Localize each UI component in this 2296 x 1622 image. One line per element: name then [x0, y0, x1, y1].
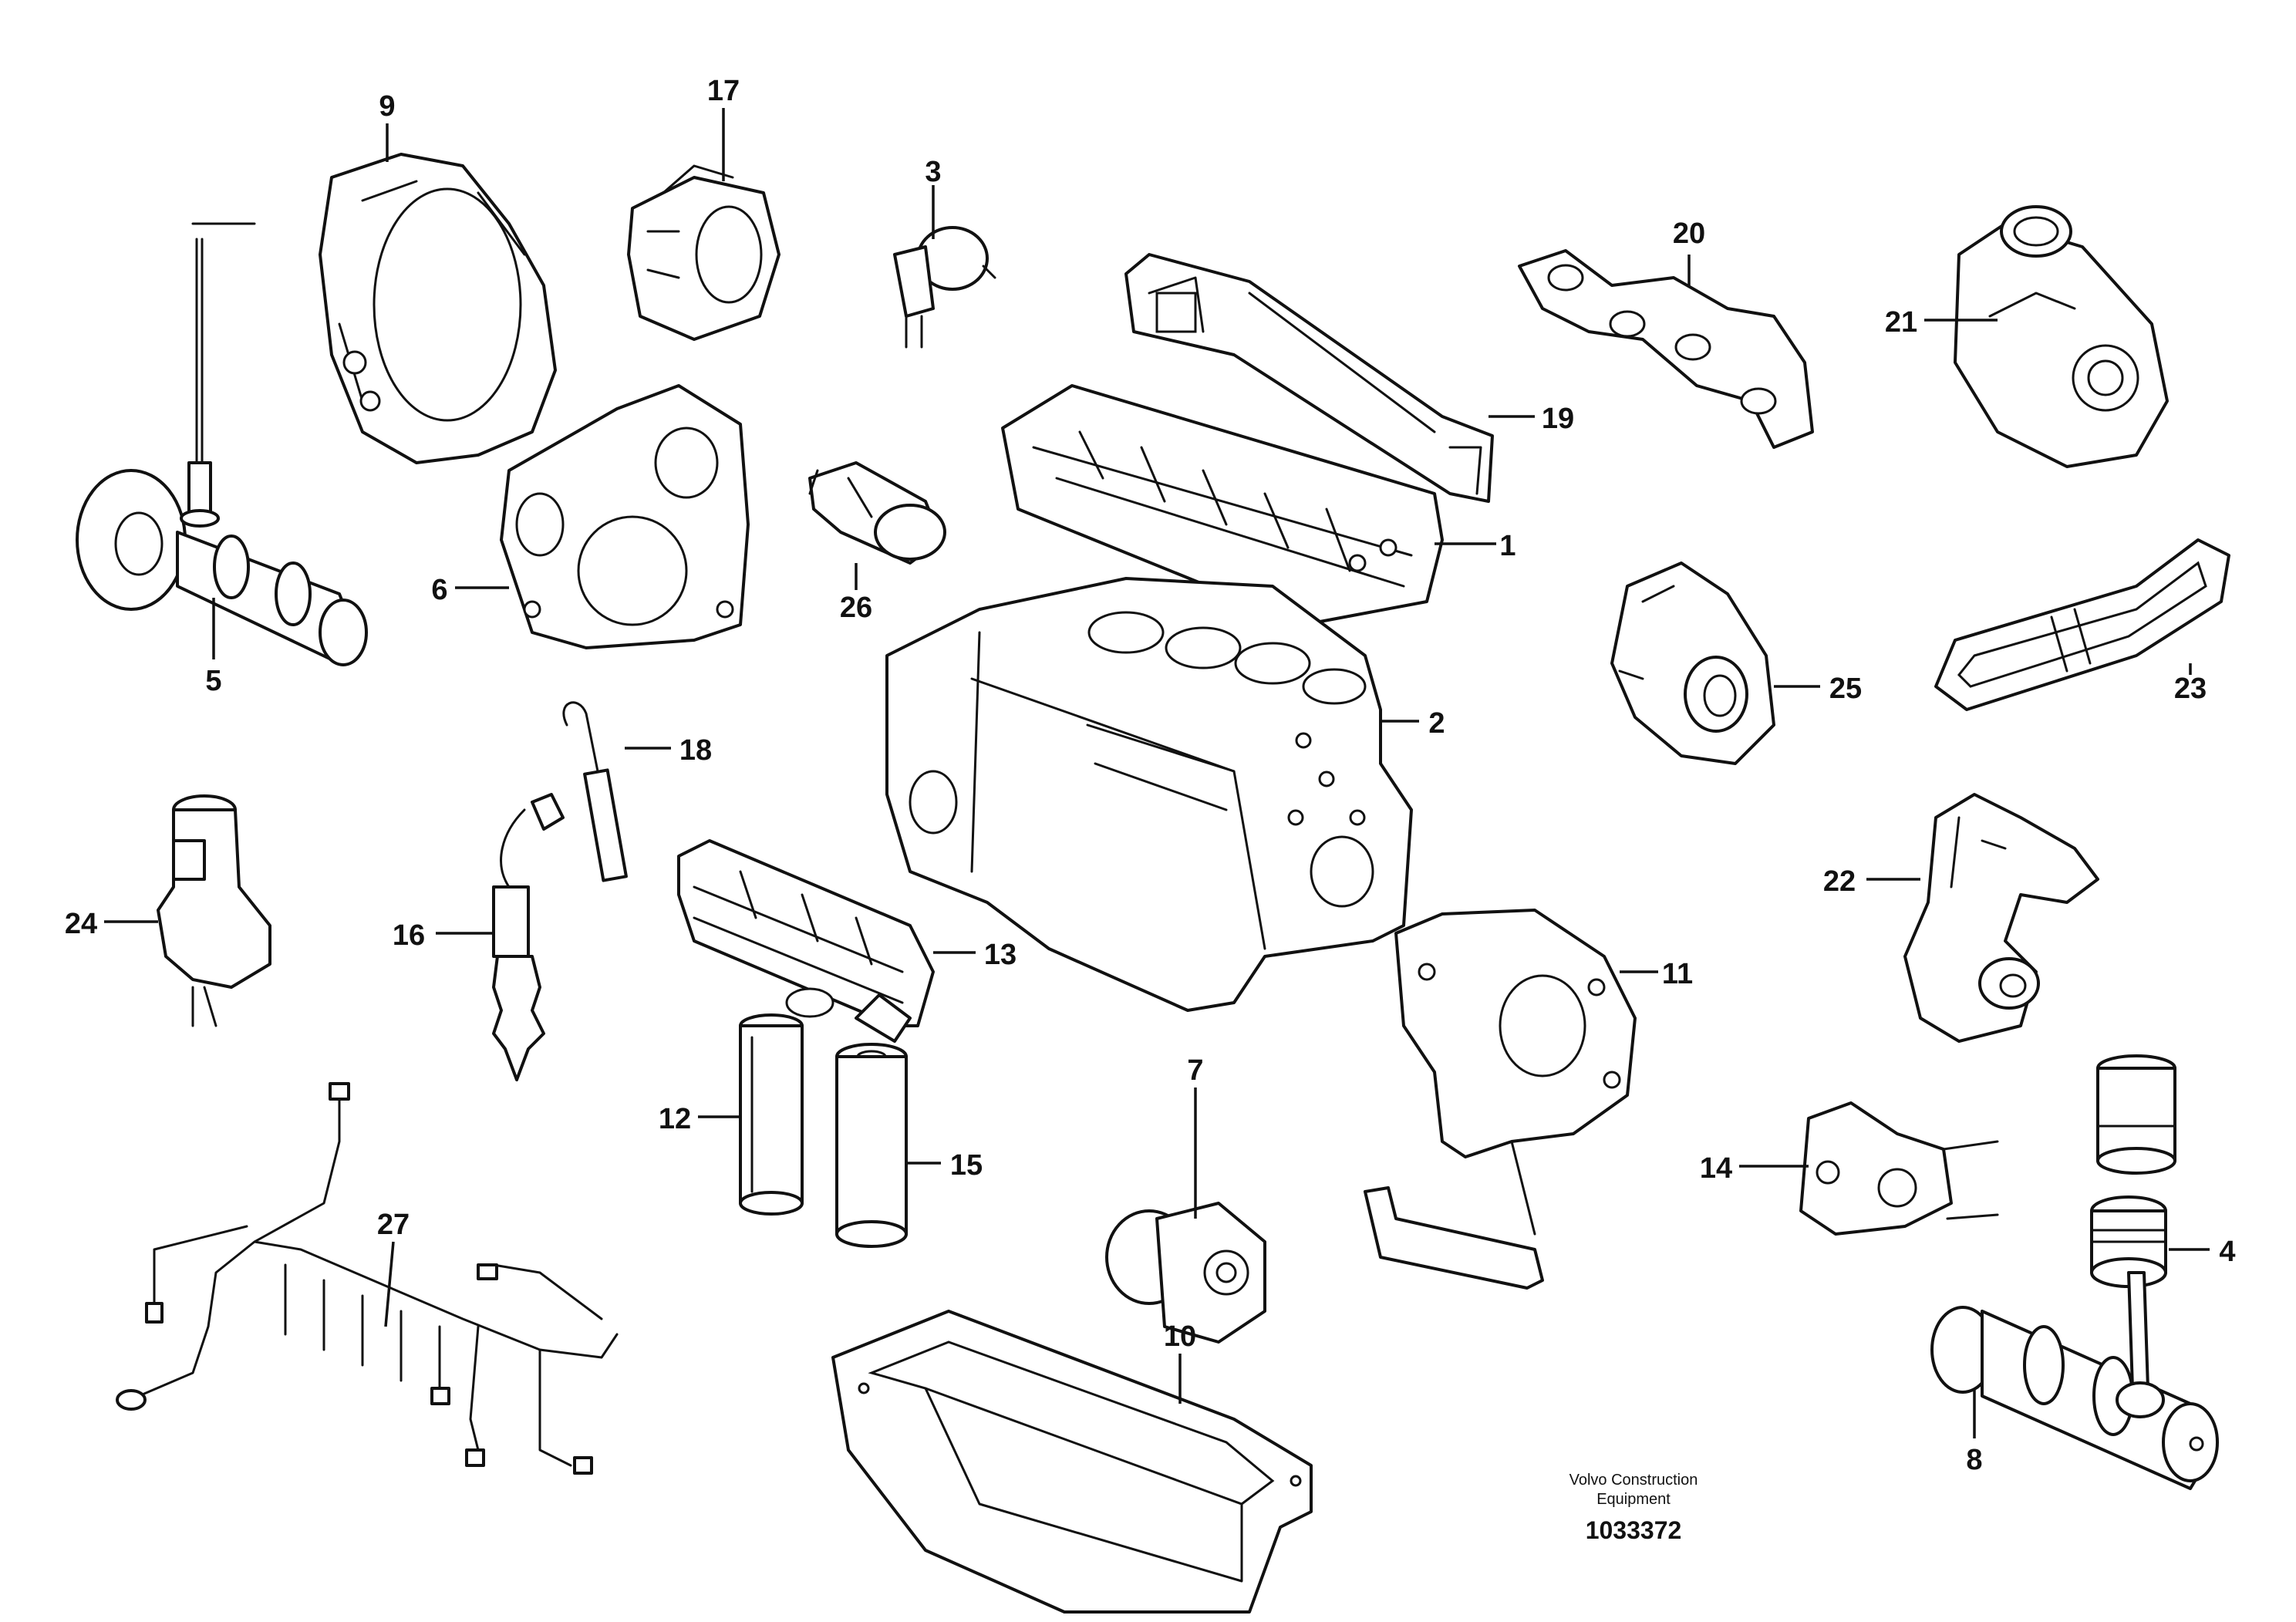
- part-oil-cooler: [677, 839, 935, 1043]
- drawing-number: 1033372: [1586, 1516, 1682, 1544]
- part-wiring-harness: [116, 1082, 619, 1475]
- callout-11: 11: [1662, 958, 1693, 990]
- callout-8: 8: [1966, 1444, 1982, 1476]
- footer: Volvo Construction Equipment 1033372: [1569, 1472, 1698, 1544]
- part-valve-cover: [1124, 253, 1494, 503]
- callout-1: 1: [1499, 530, 1515, 562]
- callout-10: 10: [1164, 1320, 1196, 1353]
- callout-17: 17: [707, 75, 740, 107]
- callout-22: 22: [1823, 865, 1856, 898]
- callout-12: 12: [659, 1103, 691, 1135]
- part-alternator: [1610, 561, 1775, 765]
- part-oil-filter: [739, 1013, 804, 1216]
- callout-27: 27: [377, 1209, 410, 1241]
- part-sensor: [893, 226, 996, 349]
- callout-18: 18: [679, 734, 712, 767]
- callout-3: 3: [925, 156, 941, 188]
- part-flywheel-housing: [319, 153, 557, 464]
- part-fuel-filter: [835, 1043, 908, 1248]
- part-oil-pump-cover: [1364, 909, 1637, 1290]
- callout-9: 9: [379, 90, 395, 123]
- callout-21: 21: [1885, 306, 1917, 339]
- part-engine-block: [885, 577, 1413, 1012]
- callout-6: 6: [431, 574, 447, 606]
- callout-20: 20: [1673, 218, 1705, 250]
- callout-16: 16: [393, 919, 425, 952]
- callout-5: 5: [205, 665, 221, 697]
- callout-2: 2: [1428, 707, 1445, 740]
- callout-13: 13: [984, 939, 1017, 971]
- callout-24: 24: [65, 908, 97, 940]
- part-camshaft: [76, 222, 368, 666]
- part-cylinder-head: [1001, 384, 1444, 626]
- part-timing-gear-housing: [500, 384, 750, 649]
- leader-lines: [104, 108, 2210, 1438]
- part-injection-pump: [627, 164, 781, 341]
- callout-26: 26: [840, 592, 872, 624]
- part-fuel-pump: [157, 794, 271, 1027]
- callout-25: 25: [1829, 673, 1862, 705]
- part-injector: [492, 701, 628, 1081]
- part-water-pump: [1903, 793, 2099, 1043]
- callout-19: 19: [1542, 403, 1574, 435]
- part-exhaust-manifold: [1518, 249, 1814, 449]
- callout-15: 15: [950, 1149, 983, 1182]
- company-name-line1: Volvo Construction: [1569, 1472, 1698, 1489]
- part-piston-liner: [2090, 1054, 2176, 1288]
- part-thermostat-housing: [1799, 1101, 1999, 1236]
- callout-7: 7: [1187, 1054, 1203, 1087]
- part-turbocharger: [1954, 205, 2169, 468]
- part-drive-belt: [1934, 538, 2230, 711]
- callout-14: 14: [1700, 1152, 1732, 1185]
- callout-labels: 9 17 3 20 21 19 1 6 5 26 2 25 23 18 16 2…: [65, 75, 2236, 1476]
- callout-4: 4: [2219, 1236, 2235, 1268]
- part-crankshaft: [1930, 1271, 2219, 1490]
- part-starter-motor: [808, 461, 946, 565]
- company-name-line2: Equipment: [1596, 1491, 1671, 1508]
- part-feed-pump: [1105, 1202, 1266, 1344]
- callout-23: 23: [2174, 673, 2207, 705]
- part-oil-pan: [831, 1310, 1313, 1614]
